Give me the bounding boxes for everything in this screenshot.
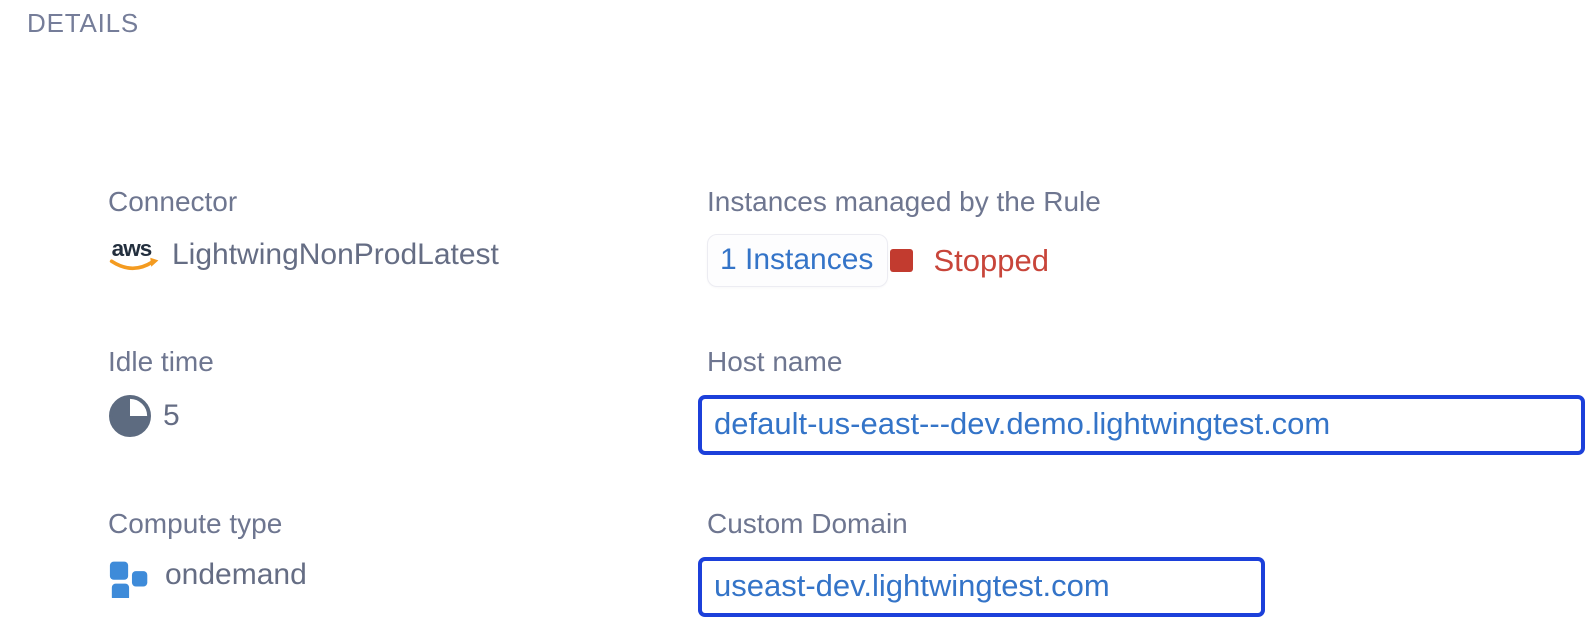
field-idle-time: Idle time 5: [108, 344, 214, 438]
aws-icon: aws: [109, 236, 159, 271]
compute-squares-icon: [109, 561, 148, 598]
pie-chart-icon: [109, 395, 151, 437]
stopped-status-square-icon: [890, 249, 914, 272]
field-compute-type: Compute type ondemand: [108, 506, 307, 598]
idle-time-label: Idle time: [108, 346, 214, 377]
connector-value: LightwingNonProdLatest: [172, 238, 499, 271]
field-connector: Connector aws LightwingNonProdLatest: [108, 184, 499, 276]
idle-time-value: 5: [163, 399, 180, 432]
custom-domain-link[interactable]: useast-dev.lightwingtest.com: [698, 557, 1265, 617]
page-title: DETAILS: [27, 8, 140, 38]
connector-label: Connector: [108, 186, 238, 217]
instances-count-button[interactable]: 1 Instances: [707, 234, 889, 287]
field-custom-domain: Custom Domain useast-dev.lightwingtest.c…: [698, 506, 1265, 617]
instances-label: Instances managed by the Rule: [707, 186, 1101, 217]
field-instances: Instances managed by the Rule 1 Instance…: [707, 184, 1101, 287]
compute-type-label: Compute type: [108, 508, 283, 539]
field-host-name: Host name default-us-east---dev.demo.lig…: [698, 344, 1585, 455]
host-name-label: Host name: [707, 346, 843, 377]
compute-type-value: ondemand: [165, 558, 307, 591]
custom-domain-label: Custom Domain: [707, 508, 908, 539]
host-name-link[interactable]: default-us-east---dev.demo.lightwingtest…: [698, 395, 1585, 455]
instances-status-text: Stopped: [933, 242, 1049, 278]
svg-text:aws: aws: [112, 236, 152, 261]
